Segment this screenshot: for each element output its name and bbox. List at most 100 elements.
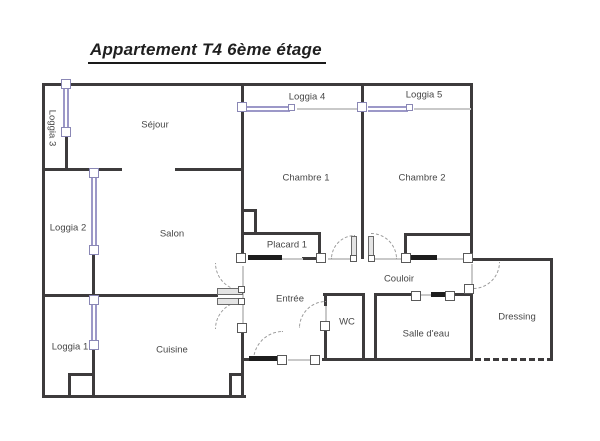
wall: [550, 258, 553, 361]
wall: [65, 137, 68, 171]
room-label-salon: Salon: [159, 228, 185, 240]
wall: [473, 258, 553, 261]
wall: [362, 293, 365, 361]
wall-opening: [437, 258, 464, 260]
door-swing-arc: [473, 262, 500, 289]
door-connector: [464, 284, 474, 294]
door-connector: [320, 321, 330, 331]
sliding-door-panel: [431, 292, 448, 297]
door-connector: [237, 323, 247, 333]
wall: [42, 395, 246, 398]
wall-opening: [282, 258, 303, 260]
window-loggia3: [63, 88, 69, 130]
wall: [42, 294, 218, 297]
door-connector: [238, 286, 245, 293]
window-connector: [61, 79, 71, 89]
room-label-salledeau: Salle d'eau: [402, 328, 450, 340]
window-connector: [89, 245, 99, 255]
wall: [42, 83, 473, 86]
wall: [92, 254, 95, 297]
window-loggia1: [91, 304, 97, 343]
wall: [42, 168, 122, 171]
room-label-loggia1: Loggia 1: [51, 341, 89, 353]
door-connector: [445, 291, 455, 301]
door-connector: [316, 253, 326, 263]
wall-opening: [242, 266, 244, 324]
wall-opening: [288, 359, 311, 361]
window-loggia2: [91, 177, 97, 248]
wall: [374, 293, 377, 361]
wall: [361, 83, 364, 259]
window-connector: [406, 104, 413, 111]
wall-opening: [471, 264, 473, 285]
window-connector: [288, 104, 295, 111]
window-connector: [357, 102, 367, 112]
wall: [322, 358, 473, 361]
room-label-wc: WC: [339, 316, 355, 328]
wall: [229, 373, 232, 397]
wall: [318, 232, 321, 258]
wall: [404, 233, 473, 236]
wall-opening: [328, 258, 353, 260]
wall: [324, 331, 327, 360]
door-leaf: [368, 236, 374, 257]
door-leaf-closed: [249, 356, 279, 361]
wall: [68, 373, 71, 397]
wall: [229, 373, 244, 376]
wall: [455, 293, 472, 296]
wall: [241, 331, 244, 398]
door-leaf: [351, 236, 357, 257]
wall: [375, 293, 419, 296]
door-connector: [277, 355, 287, 365]
wall: [324, 293, 327, 306]
room-label-placard1: Placard 1: [266, 239, 308, 251]
door-connector: [310, 355, 320, 365]
room-label-loggia3: Loggia 3: [46, 109, 58, 147]
window-connector: [89, 295, 99, 305]
window-connector: [237, 102, 247, 112]
door-connector: [411, 291, 421, 301]
door-connector: [463, 253, 473, 263]
wall: [302, 257, 318, 260]
room-label-cuisine: Cuisine: [156, 344, 188, 356]
sliding-door-panel: [248, 255, 282, 260]
window-connector: [61, 127, 71, 137]
wall-opening: [421, 294, 433, 296]
wall: [241, 83, 244, 259]
page-title: Appartement T4 6ème étage: [88, 40, 326, 64]
wall: [244, 209, 256, 212]
wall: [42, 83, 45, 398]
wall: [243, 358, 251, 361]
room-label-entree: Entrée: [276, 293, 304, 305]
room-label-chambre1: Chambre 1: [282, 172, 330, 184]
room-label-dressing: Dressing: [498, 311, 536, 323]
sliding-door-panel: [411, 255, 437, 260]
wall: [254, 209, 257, 235]
door-connector: [350, 255, 357, 262]
door-connector: [401, 253, 411, 263]
room-label-loggia2: Loggia 2: [49, 222, 87, 234]
room-label-couloir: Couloir: [383, 273, 415, 285]
room-label-sejour: Séjour: [141, 119, 169, 131]
wall: [323, 293, 365, 296]
room-label-loggia5: Loggia 5: [405, 89, 443, 101]
wall: [470, 83, 473, 256]
window-loggia5: [368, 106, 408, 112]
wall: [404, 235, 407, 256]
wall: [175, 168, 244, 171]
wall: [68, 373, 95, 376]
room-label-loggia4: Loggia 4: [288, 91, 326, 103]
wall-opening: [325, 306, 327, 323]
wall-opening: [414, 108, 471, 110]
door-connector: [238, 298, 245, 305]
door-connector: [368, 255, 375, 262]
wall-opening: [374, 258, 402, 260]
window-connector: [89, 168, 99, 178]
wall: [244, 232, 320, 235]
window-loggia4: [247, 106, 290, 112]
window-connector: [89, 340, 99, 350]
door-connector: [236, 253, 246, 263]
wall-opening: [297, 108, 359, 110]
wall: [470, 291, 473, 361]
